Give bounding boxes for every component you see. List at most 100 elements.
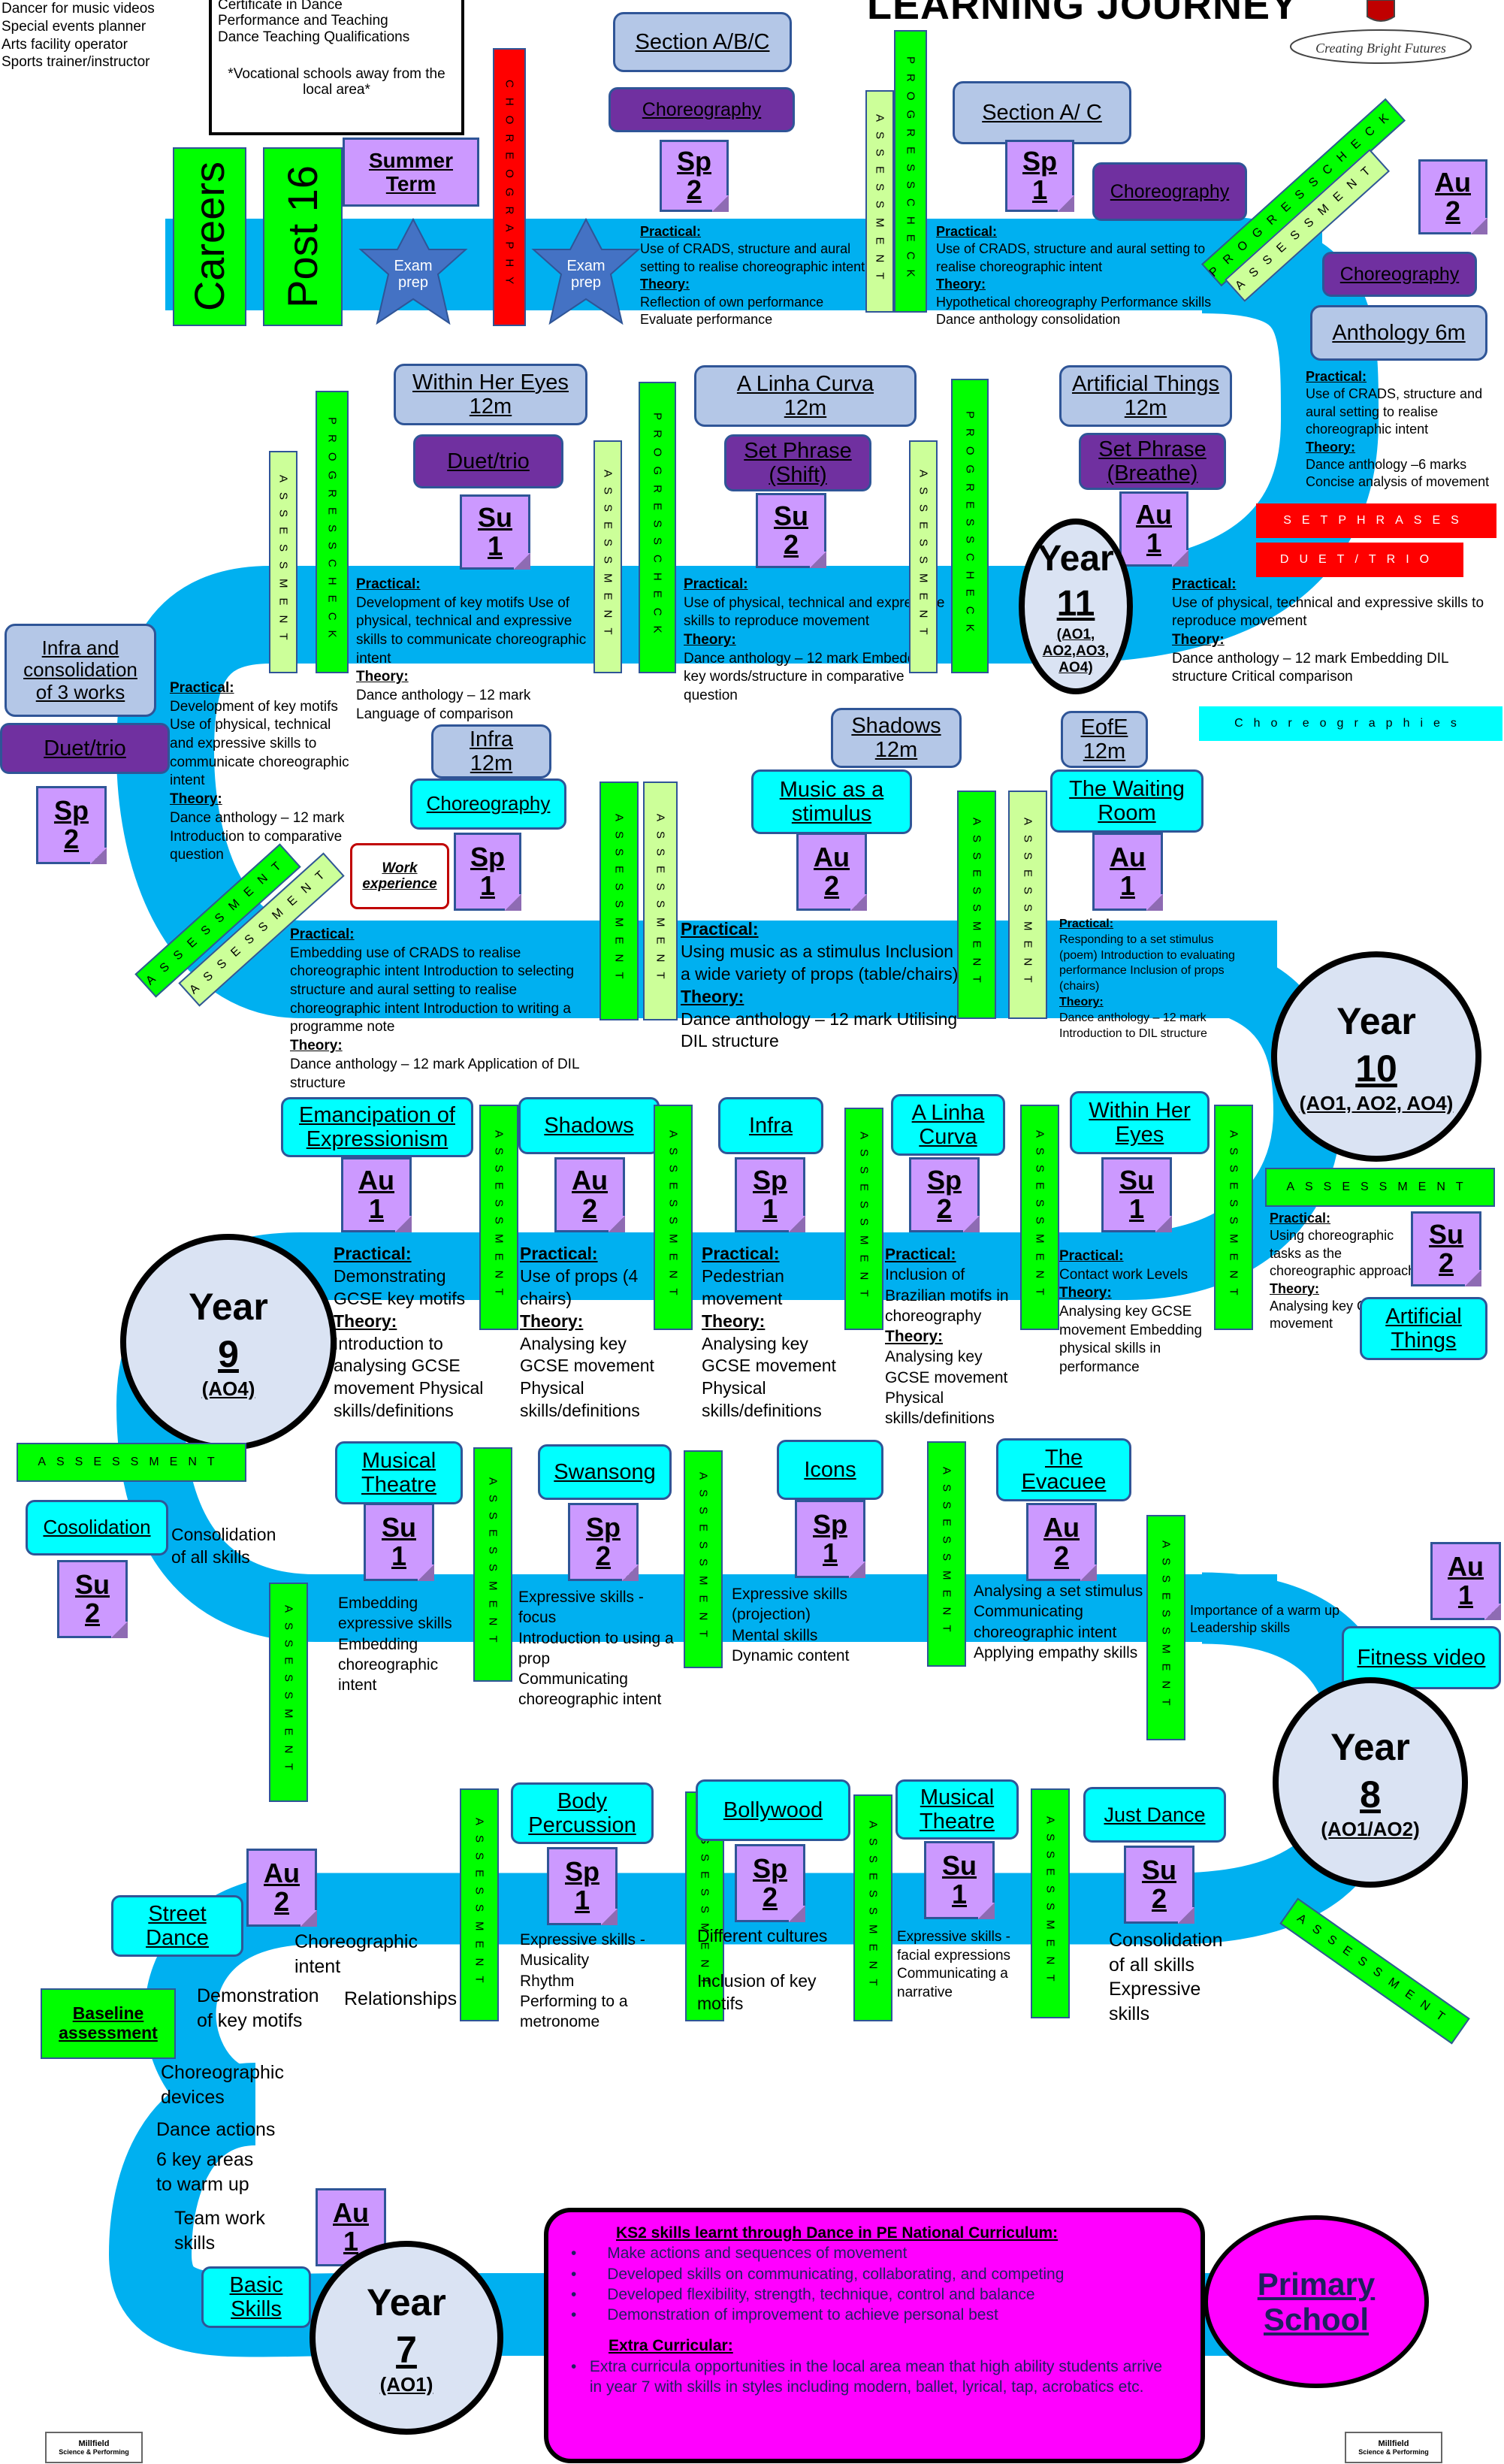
info-sp2-y7: Different cultures Inclusion of key moti… bbox=[697, 1926, 828, 2013]
career-item: Arts facility operator bbox=[2, 36, 128, 53]
assessment-bar-y10-3: ASSESSMENT bbox=[957, 791, 996, 1019]
ks2-bullet: • Demonstration of improvement to achiev… bbox=[571, 2306, 998, 2324]
assessment-bar-y8-4: ASSESSMENT bbox=[1146, 1515, 1185, 1740]
assessment-bar-y11-1: ASSESSMENT bbox=[269, 451, 297, 673]
info-su1-y11: Practical:Development of key motifs Use … bbox=[356, 576, 587, 722]
info-au1-y10: Practical:Responding to a set stimulus (… bbox=[1059, 918, 1235, 1040]
assessment-horizontal-y9: ASSESSMENT bbox=[1265, 1168, 1495, 1207]
post16-badge: Post 16 bbox=[263, 147, 343, 326]
qualification-note: *Vocational schools away from the local … bbox=[228, 65, 445, 98]
topic-bollywood: Bollywood bbox=[696, 1779, 850, 1841]
topic-section-ac: Section A/ C bbox=[953, 81, 1131, 144]
topic-consolidation: Cosolidation bbox=[26, 1500, 168, 1555]
info-sp2-y9: Practical:Inclusion of Brazilian motifs … bbox=[885, 1246, 1009, 1428]
duet-trio-label: DUET/TRIO bbox=[1256, 543, 1463, 577]
choreography-purple-1: Choreography bbox=[609, 87, 795, 132]
info-su2-y11: Practical:Use of physical, technical and… bbox=[684, 576, 945, 704]
info-su1-y7: Expressive skills - facial expressions C… bbox=[897, 1929, 1011, 2001]
info-sp2-left: Practical:Development of key motifs Use … bbox=[170, 680, 349, 863]
topic-choreography-y10: Choreography bbox=[410, 779, 566, 830]
careers-list: Dancer for music videos Special events p… bbox=[2, 0, 155, 71]
ks2-skills-panel: KS2 skills learnt through Dance in PE Na… bbox=[544, 2208, 1205, 2463]
choreographies-label: Choreographies bbox=[1199, 706, 1502, 741]
assessment-horizontal-y8: ASSESSMENT bbox=[17, 1443, 246, 1482]
assessment-bar-y10-4: ASSESSMENT bbox=[1008, 791, 1047, 1019]
assessment-bar-y9-1: ASSESSMENT bbox=[479, 1105, 518, 1330]
info-su2-y7: Consolidation of all skills Expressive s… bbox=[1109, 1930, 1223, 2024]
progress-check-bar-top1: PROGRESSCHECK bbox=[894, 30, 927, 313]
assessment-bar-y9-3: ASSESSMENT bbox=[844, 1108, 883, 1330]
info-au1-y11: Practical:Use of physical, technical and… bbox=[1172, 576, 1484, 685]
qualifications-callout: Certificate in Dance Performance and Tea… bbox=[209, 0, 464, 135]
progress-check-bar-y11-2: PROGRESSCHECK bbox=[639, 382, 676, 673]
choreography-purple-3: Choreography bbox=[1322, 252, 1477, 297]
careers-badge: Careers bbox=[173, 147, 246, 326]
assessment-bar-y9-5: ASSESSMENT bbox=[1214, 1105, 1253, 1330]
info-au2-y9: Practical:Use of props (4 chairs)Theory:… bbox=[520, 1244, 654, 1421]
info-su1-y8: Embedding expressive skills Embedding ch… bbox=[338, 1595, 452, 1695]
topic-shadows-y9: Shadows bbox=[518, 1097, 660, 1154]
school-logo: Creating Bright Futures bbox=[1290, 0, 1472, 64]
qualification-item: Performance and Teaching bbox=[218, 13, 388, 29]
topic-just-dance: Just Dance bbox=[1083, 1787, 1226, 1843]
choreography-bar: CHOREOGRAPHY bbox=[493, 48, 526, 326]
relationships-text: Relationships bbox=[344, 1988, 458, 2009]
assessment-bar-y9-4: ASSESSMENT bbox=[1020, 1105, 1059, 1330]
info-sp2-top: Practical:Use of CRADS, structure and au… bbox=[640, 224, 865, 327]
topic-swansong: Swansong bbox=[538, 1444, 672, 1500]
exam-prep-star-1 bbox=[358, 218, 468, 325]
assessment-bar-y10-2: ASSESSMENT bbox=[643, 782, 678, 1020]
assessment-bar-y8-left: ASSESSMENT bbox=[269, 1583, 308, 1802]
ks2-bullet: • Developed flexibility, strength, techn… bbox=[571, 2285, 1035, 2303]
topic-infra-y9: Infra bbox=[718, 1097, 823, 1154]
info-sp1-y8: Expressive skills (projection) Mental sk… bbox=[732, 1586, 850, 1664]
info-sp1-y10: Practical:Embedding use of CRADS to real… bbox=[290, 927, 579, 1091]
assessment-bar-y9-2: ASSESSMENT bbox=[654, 1105, 693, 1330]
topic-section-abc: Section A/B/C bbox=[613, 12, 792, 72]
topic-icons: Icons bbox=[777, 1440, 883, 1500]
setphrases-label: SETPHRASES bbox=[1256, 503, 1496, 538]
assessment-bar-y8-3: ASSESSMENT bbox=[927, 1441, 966, 1667]
